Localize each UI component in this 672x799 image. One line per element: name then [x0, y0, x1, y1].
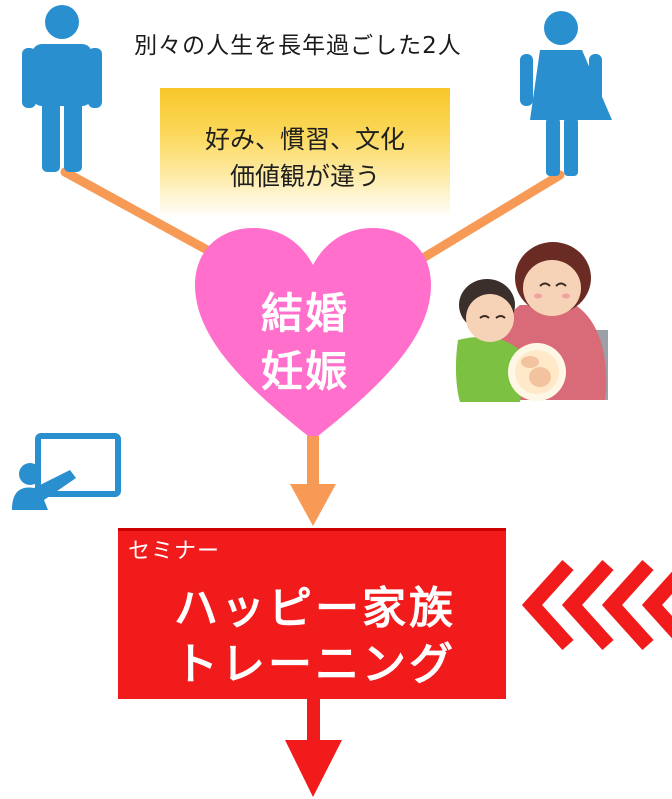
arrow-seminar-down [285, 696, 342, 797]
pregnant-couple-illustration [455, 242, 608, 402]
differences-line-1: 好み、慣習、文化 [204, 125, 405, 154]
man-icon [22, 5, 102, 172]
heart-label-marriage: 結婚 [260, 289, 349, 338]
couple-caption: 別々の人生を長年過ごした2人 [134, 33, 462, 59]
seminar-box [118, 528, 506, 699]
arrow-heart-to-seminar [290, 436, 336, 526]
heart-shape [195, 228, 431, 440]
woman-icon [520, 11, 612, 176]
differences-line-2: 価値観が違う [229, 162, 380, 191]
heart-label-pregnancy: 妊娠 [260, 347, 349, 396]
seminar-title-line-2: トレーニング [174, 639, 456, 690]
seminar-label: セミナー [128, 539, 221, 564]
seminar-title-line-1: ハッピー家族 [174, 583, 456, 634]
presentation-icon [12, 433, 121, 510]
triple-chevron-left-icon [521, 559, 672, 651]
differences-box [160, 88, 450, 218]
